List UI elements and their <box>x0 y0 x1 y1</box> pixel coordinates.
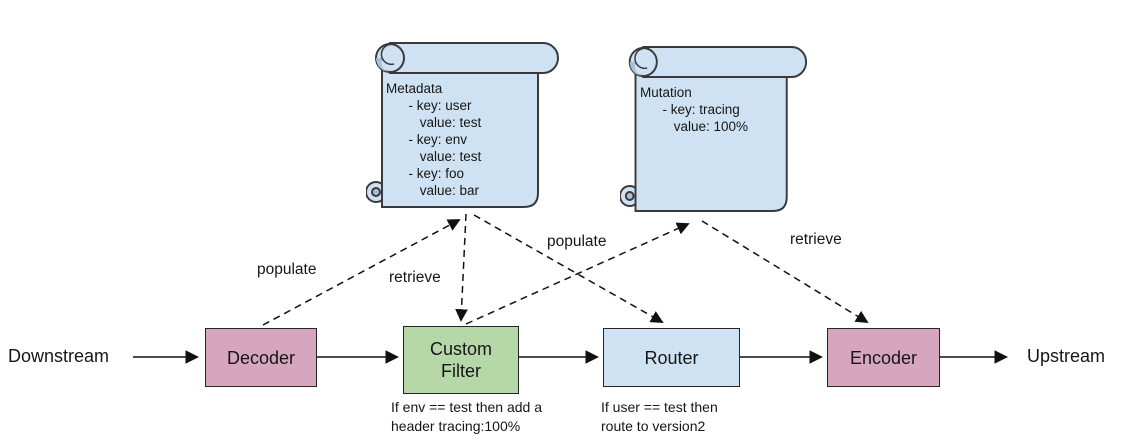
custom-filter-node: Custom Filter <box>403 326 519 394</box>
retrieve-label-right: retrieve <box>790 231 842 248</box>
dashed-arrow-mutation-retrieve-encoder <box>701 220 869 323</box>
dashed-arrow-custom-filter-populate-mutation <box>465 222 690 325</box>
upstream-label: Upstream <box>1027 346 1106 366</box>
retrieve-label-left: retrieve <box>389 269 441 286</box>
mutation-scroll: Mutation - key: tracing value: 100% <box>620 40 810 218</box>
encoder-node: Encoder <box>827 328 940 387</box>
metadata-scroll: Metadata - key: user value: test - key: … <box>366 36 562 214</box>
router-caption: If user == test then route to version2 <box>601 399 718 434</box>
dashed-arrow-metadata-retrieve-router <box>473 214 664 323</box>
metadata-scroll-text: Metadata - key: user value: test - key: … <box>386 81 482 198</box>
dashed-arrow-decoder-populate-metadata <box>262 219 461 326</box>
router-node: Router <box>603 328 740 387</box>
decoder-node: Decoder <box>205 328 317 387</box>
downstream-label: Downstream <box>8 346 110 366</box>
custom-filter-caption: If env == test then add a header tracing… <box>391 399 542 434</box>
populate-label-left: populate <box>257 261 317 278</box>
mutation-scroll-text: Mutation - key: tracing value: 100% <box>640 85 749 134</box>
scroll-shape-icon <box>620 46 808 212</box>
dashed-arrow-metadata-retrieve-custom-filter <box>455 213 468 322</box>
populate-label-right: populate <box>547 233 607 250</box>
scroll-shape-icon <box>366 42 559 208</box>
